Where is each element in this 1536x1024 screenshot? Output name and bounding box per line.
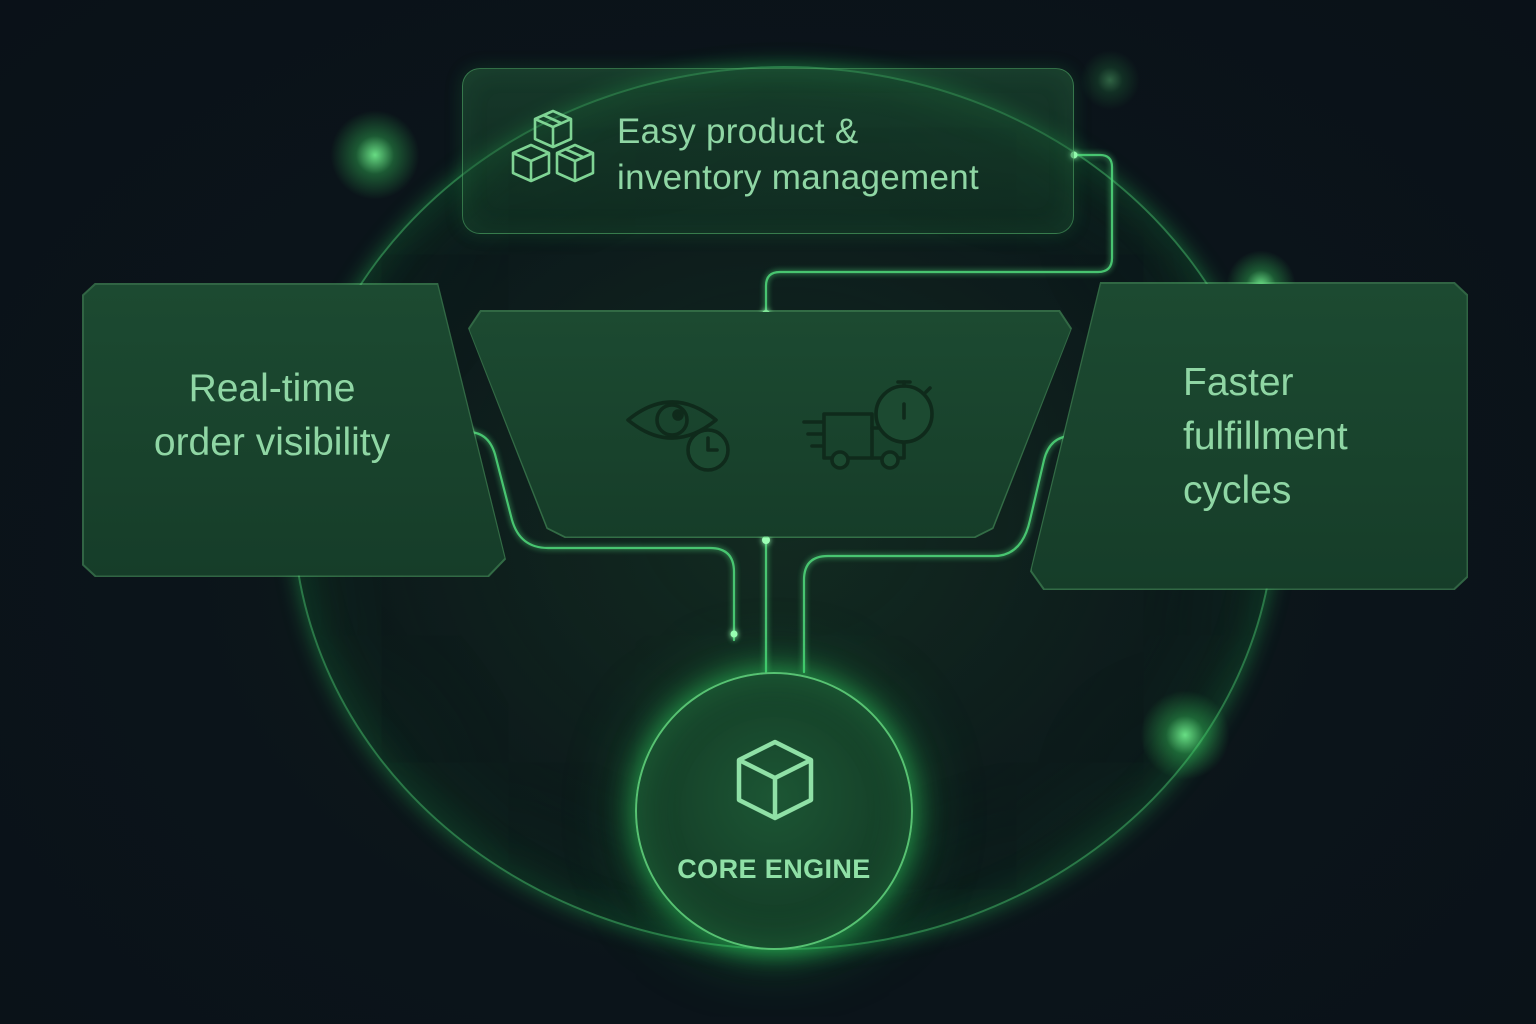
core-engine-node: CORE ENGINE	[635, 672, 913, 950]
delivery-truck-stopwatch-icon	[802, 380, 934, 470]
fulfillment-label-line3: cycles	[1183, 469, 1292, 512]
fulfillment-label-line2: fulfillment	[1183, 415, 1348, 458]
fulfillment-label: Faster fulfillment cycles	[1183, 356, 1443, 518]
feature-card-inventory: Easy product & inventory management	[462, 68, 1074, 234]
inventory-label: Easy product & inventory management	[617, 109, 1057, 201]
eye-clock-icon	[626, 400, 730, 472]
feature-card-visibility	[82, 283, 506, 577]
visibility-label-line2: order visibility	[153, 421, 391, 464]
fulfillment-label-line1: Faster	[1183, 361, 1294, 404]
inventory-label-line2: inventory management	[617, 158, 980, 197]
cube-icon	[736, 739, 814, 821]
stacked-boxes-icon	[511, 109, 595, 183]
visibility-label: Real-time order visibility	[82, 362, 462, 470]
center-hub-card	[468, 310, 1072, 538]
visibility-label-line1: Real-time	[188, 367, 356, 410]
feature-card-fulfillment	[1030, 282, 1468, 590]
inventory-label-line1: Easy product &	[617, 112, 859, 151]
core-engine-label: CORE ENGINE	[677, 854, 871, 884]
